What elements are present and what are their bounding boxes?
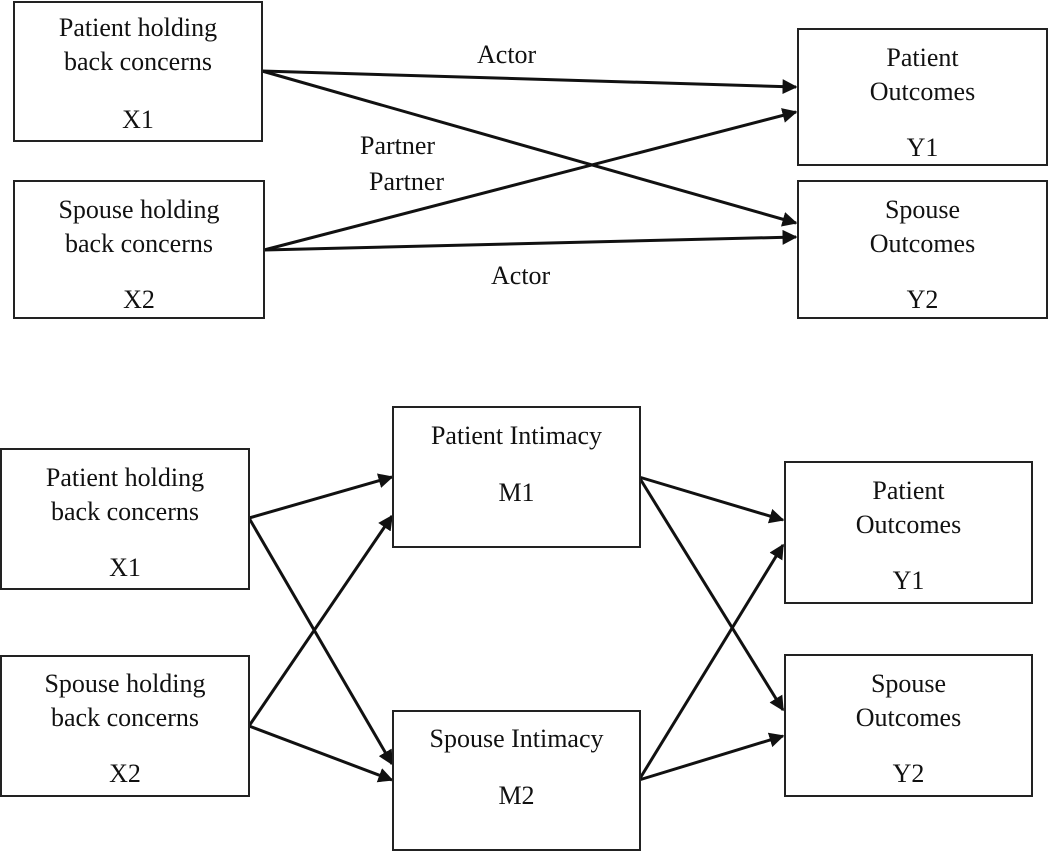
bottom-x2-id: X2 bbox=[109, 759, 141, 788]
top-x2-line1: Spouse holding bbox=[58, 195, 220, 224]
top-box-y2: Spouse Outcomes Y2 bbox=[797, 180, 1048, 319]
label-actor-top: Actor bbox=[477, 40, 537, 69]
arrow-m1-y1 bbox=[638, 475, 785, 524]
top-x2-id: X2 bbox=[123, 285, 155, 314]
bottom-y2-line2: Outcomes bbox=[855, 703, 962, 732]
top-y2-line2: Outcomes bbox=[869, 229, 976, 258]
top-box-x1: Patient holding back concerns X1 bbox=[13, 1, 263, 142]
arrow-m2-y2 bbox=[638, 732, 785, 782]
bottom-box-x2: Spouse holding back concerns X2 bbox=[0, 655, 250, 797]
bottom-x2-line2: back concerns bbox=[51, 703, 199, 732]
arrow-x2-m1 bbox=[247, 514, 394, 727]
bottom-y1-id: Y1 bbox=[892, 566, 925, 595]
bottom-box-m2: Spouse Intimacy M2 bbox=[392, 710, 641, 851]
bottom-x1-line2: back concerns bbox=[51, 497, 199, 526]
top-y1-id: Y1 bbox=[906, 133, 939, 162]
arrow-x1-y2-partner bbox=[261, 69, 798, 227]
bottom-m2-title: Spouse Intimacy bbox=[429, 724, 604, 753]
arrow-m2-y1 bbox=[637, 543, 785, 781]
bottom-box-y2: Spouse Outcomes Y2 bbox=[784, 654, 1033, 797]
arrow-x1-m1 bbox=[248, 473, 394, 520]
top-x1-line1: Patient holding bbox=[58, 13, 218, 42]
bottom-x2-line1: Spouse holding bbox=[44, 669, 206, 698]
arrow-x1-m2 bbox=[247, 517, 394, 766]
arrow-x2-y2-actor bbox=[263, 229, 798, 252]
bottom-x1-id: X1 bbox=[109, 553, 141, 582]
bottom-x1-line1: Patient holding bbox=[45, 463, 205, 492]
label-actor-bottom: Actor bbox=[491, 261, 551, 290]
top-box-y1: Patient Outcomes Y1 bbox=[797, 28, 1048, 166]
arrow-m1-y2 bbox=[637, 476, 785, 712]
bottom-y2-id: Y2 bbox=[892, 759, 925, 788]
bottom-box-y1: Patient Outcomes Y1 bbox=[784, 461, 1033, 604]
bottom-box-x1: Patient holding back concerns X1 bbox=[0, 448, 250, 590]
top-x2-line2: back concerns bbox=[65, 229, 213, 258]
bottom-m1-id: M1 bbox=[498, 478, 535, 507]
bottom-y2-line1: Spouse bbox=[870, 669, 947, 698]
label-partner-1: Partner bbox=[360, 131, 436, 160]
top-x1-line2: back concerns bbox=[64, 47, 212, 76]
bottom-y1-line1: Patient bbox=[872, 476, 945, 505]
top-y1-line1: Patient bbox=[886, 43, 959, 72]
arrow-x1-y1-actor bbox=[261, 69, 798, 95]
label-partner-2: Partner bbox=[369, 167, 445, 196]
top-x1-id: X1 bbox=[122, 105, 154, 134]
top-y2-line1: Spouse bbox=[884, 195, 961, 224]
top-y2-id: Y2 bbox=[906, 285, 939, 314]
arrow-x2-m2 bbox=[248, 724, 394, 783]
bottom-y1-line2: Outcomes bbox=[855, 510, 962, 539]
bottom-m2-id: M2 bbox=[498, 781, 535, 810]
arrow-x2-y1-partner bbox=[263, 108, 798, 252]
top-y1-line2: Outcomes bbox=[869, 77, 976, 106]
bottom-box-m1: Patient Intimacy M1 bbox=[392, 406, 641, 548]
bottom-m1-title: Patient Intimacy bbox=[430, 421, 603, 450]
top-box-x2: Spouse holding back concerns X2 bbox=[13, 180, 265, 319]
